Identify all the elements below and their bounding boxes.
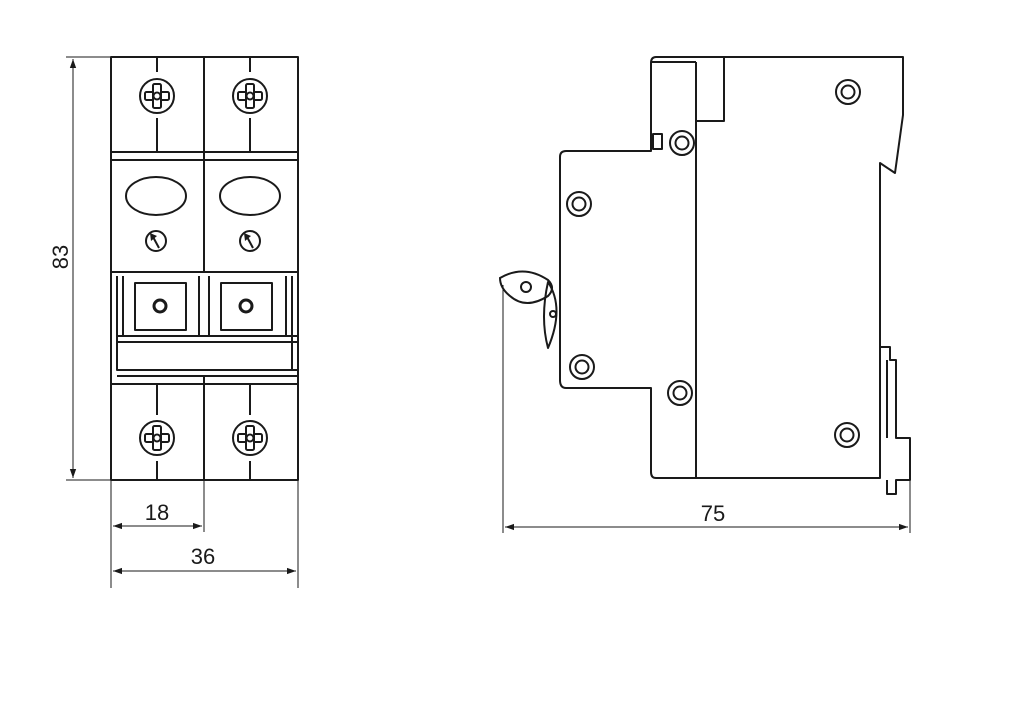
indicator-window-left [125, 176, 187, 216]
rivet-5-icon [667, 380, 693, 406]
rivet-4-icon [569, 354, 595, 380]
side-view [498, 56, 911, 495]
din-rail-clip [880, 346, 911, 495]
handle-slot-right [220, 282, 273, 331]
total-width-dimension-label: 36 [191, 544, 215, 569]
direction-arrow-right-icon [239, 230, 261, 252]
screw-top-right-icon [232, 78, 268, 114]
handle-slot-left [134, 282, 187, 331]
rivet-3-icon [566, 191, 592, 217]
side-latch [652, 133, 663, 150]
rivet-6-icon [834, 422, 860, 448]
front-view [110, 56, 299, 481]
front-dimensions: 83 18 36 [48, 56, 299, 588]
handle-bar [116, 335, 299, 371]
screw-bottom-left-icon [139, 420, 175, 456]
screw-top-left-icon [139, 78, 175, 114]
pole-width-dimension-label: 18 [145, 500, 169, 525]
depth-dimension-label: 75 [701, 501, 725, 526]
direction-arrow-left-icon [145, 230, 167, 252]
indicator-window-right [219, 176, 281, 216]
side-body-outline [559, 56, 904, 479]
screw-bottom-right-icon [232, 420, 268, 456]
rivet-2-icon [669, 130, 695, 156]
rivet-1-icon [835, 79, 861, 105]
height-dimension-label: 83 [48, 245, 73, 269]
side-dimensions: 75 [502, 285, 911, 533]
